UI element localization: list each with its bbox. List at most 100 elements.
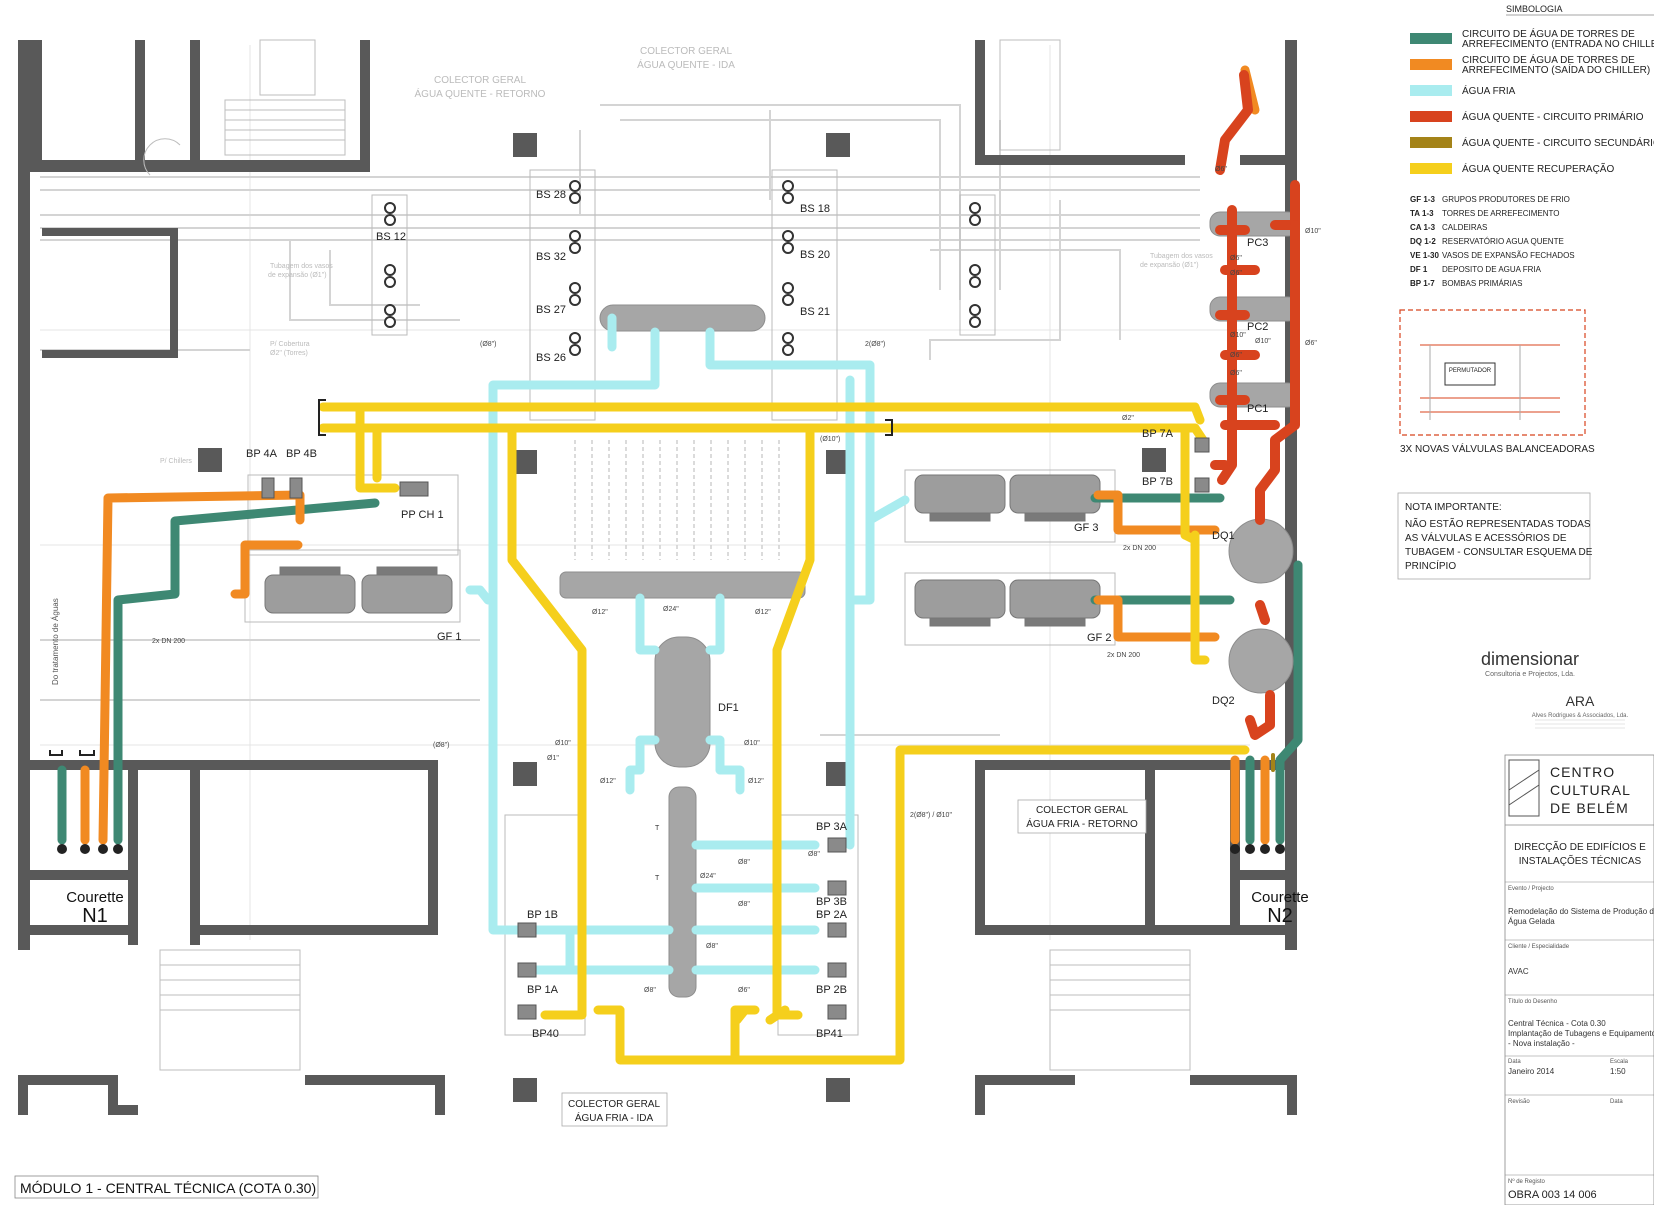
firm-ara-subtitle: Alves Rodrigues & Associados, Lda. — [1532, 713, 1629, 719]
svg-text:T: T — [655, 825, 660, 832]
legend-swatch — [1410, 59, 1452, 70]
field-label: Nº de Registo — [1508, 1178, 1546, 1185]
field-label: Escala — [1610, 1059, 1629, 1065]
detail-caption: 3X NOVAS VÁLVULAS BALANCEADORAS — [1400, 442, 1595, 455]
drawing-title: Implantação de Tubagens e Equipamentos — [1508, 1029, 1654, 1038]
pipe-end-caps — [57, 844, 1285, 854]
note-line: PRINCÍPIO — [1405, 559, 1456, 572]
cold-supply-collector-label: ÁGUA FRIA - IDA — [575, 1111, 654, 1124]
courette-labels: Courette N1 Courette N2 — [66, 889, 1309, 927]
pipe-size: Ø8" — [738, 901, 750, 908]
pipe-network — [57, 65, 1303, 1065]
pipe-size: 2(Ø8") / Ø10" — [910, 812, 952, 819]
abbreviation-description: GRUPOS PRODUTORES DE FRIO — [1442, 195, 1570, 204]
cold-return-collector-label: ÁGUA FRIA - RETORNO — [1026, 817, 1138, 830]
pumps — [261, 437, 1210, 1020]
pipe-size: Ø10" — [555, 740, 571, 747]
client-name: CULTURAL — [1550, 782, 1631, 798]
bp3a-label: BP 3A — [816, 821, 848, 833]
bs32-label: BS 32 — [536, 251, 566, 263]
abbreviation-description: VASOS DE EXPANSÃO FECHADOS — [1442, 251, 1575, 260]
gf2-chiller — [914, 579, 1101, 627]
note-title: NOTA IMPORTANTE: — [1405, 502, 1502, 513]
roof-label: P/ Cobertura — [270, 341, 310, 348]
firm-dimensionar-logo: dimensionar — [1481, 649, 1579, 669]
department: INSTALAÇÕES TÉCNICAS — [1519, 854, 1642, 867]
df1-label: DF1 — [718, 702, 739, 714]
cold-return-collector-label: COLECTOR GERAL — [1036, 805, 1128, 816]
bp41-label: BP41 — [816, 1028, 843, 1040]
dq1-label: DQ1 — [1212, 530, 1235, 542]
field-label: Revisão — [1508, 1099, 1530, 1105]
abbreviation-code: DQ 1-2 — [1410, 237, 1436, 246]
pipe-size: Ø24" — [663, 606, 679, 613]
pipe-size: Ø1" — [547, 755, 559, 762]
bp1b-label: BP 1B — [527, 909, 558, 921]
pipe-size: Ø6" — [1215, 166, 1227, 173]
pipe-size: Ø6" — [1230, 255, 1242, 262]
stairs — [143, 39, 1191, 1071]
pipe-size: Ø8" — [808, 851, 820, 858]
pipe-size: (Ø8") — [480, 341, 497, 348]
legend-entry-label: CIRCUITO DE ÁGUA DE TORRES DE — [1462, 27, 1635, 40]
legend-entry-label: ARREFECIMENTO (ENTRADA NO CHILLER) — [1462, 39, 1654, 50]
drawing-date: Janeiro 2014 — [1508, 1067, 1555, 1076]
bp7a-label: BP 7A — [1142, 428, 1174, 440]
pipe-size: (Ø8") — [433, 742, 450, 749]
faint-annotations: Do tratamento de Águas Tubagem dos vasos… — [51, 253, 1213, 685]
existing-pipework — [40, 104, 1200, 736]
pipe-size: Ø6" — [1305, 340, 1317, 347]
legend-swatch — [1410, 137, 1452, 148]
balancing-valves-detail: PERMUTADOR 3X NOVAS VÁLVULAS BALANCEADOR… — [1399, 309, 1595, 455]
pipe-size: Ø8" — [706, 943, 718, 950]
legend-entries: CIRCUITO DE ÁGUA DE TORRES DEARREFECIMEN… — [1410, 27, 1654, 175]
bs-pump-symbols — [384, 180, 981, 356]
bp3b-label: BP 3B — [816, 896, 847, 908]
bp1a-label: BP 1A — [527, 984, 559, 996]
client-name: CENTRO — [1550, 764, 1615, 780]
gf1-label: GF 1 — [437, 631, 461, 643]
gf1-chiller — [264, 566, 453, 614]
legend-title: SIMBOLOGIA — [1506, 4, 1563, 14]
pp-ch1-label: PP CH 1 — [401, 509, 444, 521]
field-label: Evento / Projecto — [1508, 886, 1554, 892]
abbreviation-code: DF 1 — [1410, 265, 1428, 274]
gf2-label: GF 2 — [1087, 632, 1111, 644]
pipe-size: Ø10" — [1305, 228, 1321, 235]
pipe-size: Ø10" — [744, 740, 760, 747]
pipe-size: (Ø10") — [820, 436, 840, 443]
field-label: Data — [1610, 1099, 1623, 1105]
bp2a-label: BP 2A — [816, 909, 848, 921]
pipe-size: Ø6" — [1230, 352, 1242, 359]
heat-exchanger-label: PERMUTADOR — [1449, 368, 1492, 374]
pipe-size: 2(Ø8") — [865, 341, 885, 348]
brackets — [49, 399, 893, 756]
bp7b-label: BP 7B — [1142, 476, 1173, 488]
legend-entry-label: ARREFECIMENTO (SAÍDA DO CHILLER) — [1462, 63, 1650, 76]
drawing-scale: 1:50 — [1610, 1067, 1626, 1076]
firm-logos: dimensionar Consultoria e Projectos, Lda… — [1481, 649, 1629, 729]
pc3-label: PC3 — [1247, 237, 1268, 249]
hot-return-collector-label: ÁGUA QUENTE - RETORNO — [415, 87, 546, 100]
bs20-label: BS 20 — [800, 249, 830, 261]
field-label: Cliente / Especialidade — [1508, 944, 1570, 950]
project-name: Remodelação do Sistema de Produção de — [1508, 907, 1654, 916]
legend-entry-label: ÁGUA QUENTE - CIRCUITO PRIMÁRIO — [1462, 110, 1644, 123]
top-header — [599, 304, 766, 332]
chillers — [264, 474, 1101, 627]
pc2-label: PC2 — [1247, 321, 1268, 333]
minor-markers: T T — [655, 825, 660, 882]
hot-water-primary-pipes — [1210, 70, 1300, 740]
svg-text:T: T — [655, 875, 660, 882]
bs21-label: BS 21 — [800, 306, 830, 318]
legend: SIMBOLOGIA CIRCUITO DE ÁGUA DE TORRES DE… — [1410, 4, 1654, 288]
pipe-size-annotations: (Ø8") 2(Ø8") (Ø10") Ø12" Ø24" Ø12" Ø10" … — [152, 166, 1321, 994]
roof-label: Ø2" (Torres) — [270, 350, 308, 357]
courette-n1-number: N1 — [82, 905, 108, 927]
abbreviation-description: RESERVATÓRIO AGUA QUENTE — [1442, 237, 1564, 246]
legend-swatch — [1410, 85, 1452, 96]
bs27-label: BS 27 — [536, 304, 566, 316]
abbreviation-description: CALDEIRAS — [1442, 223, 1487, 232]
